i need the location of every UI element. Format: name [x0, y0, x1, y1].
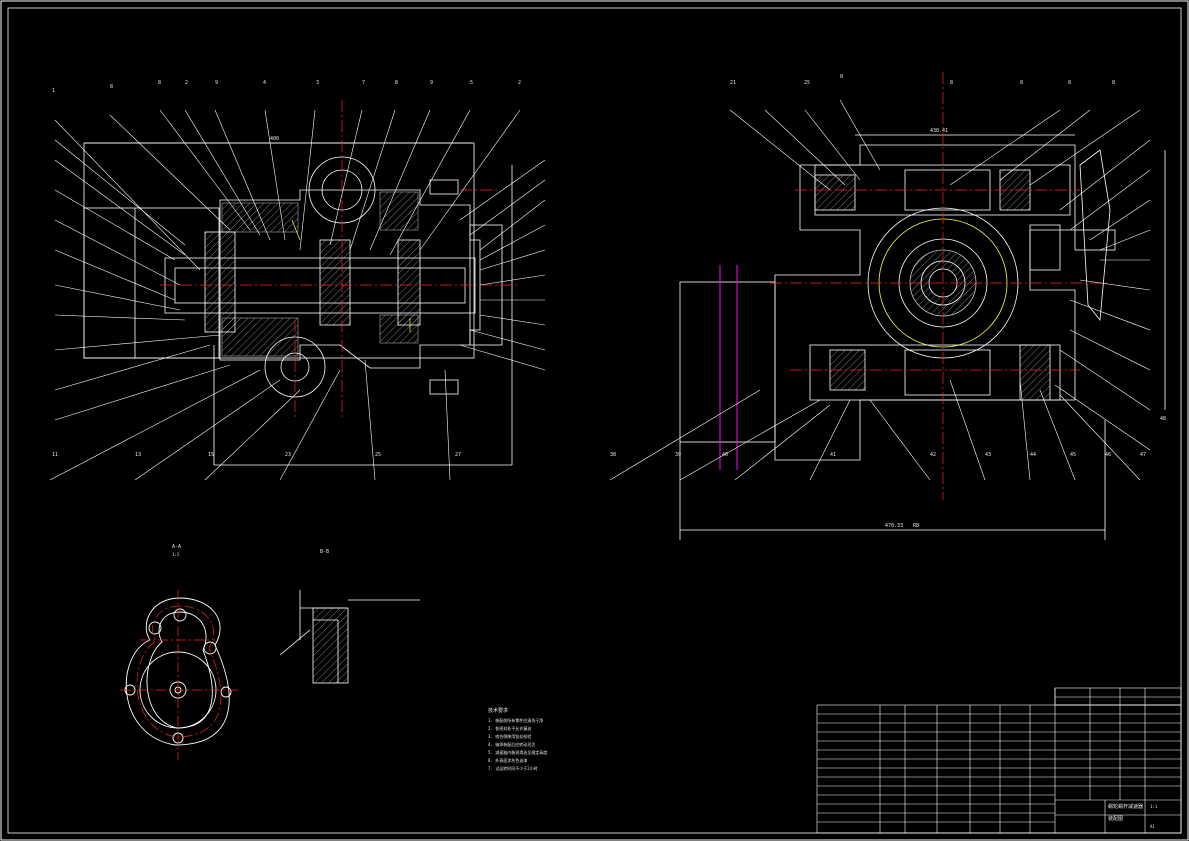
right-callout-top-7: 8 — [1112, 80, 1115, 86]
left-callout-top-3: 9 — [215, 80, 218, 86]
left-callout-bottom-4: 23 — [285, 452, 291, 458]
tech-notes-heading: 技术要求 — [488, 707, 508, 714]
right-callout-bottom-7: 44 — [1030, 452, 1036, 458]
title-block-scale: 1:1 — [1150, 804, 1158, 809]
left-callout-bottom-5: 25 — [375, 452, 381, 458]
right-dim-top: 430.41 — [930, 128, 948, 134]
left-callout-top-9: 5 — [470, 80, 473, 86]
left-callout-top-10: 2 — [518, 80, 521, 86]
right-callout-top-1: 21 — [730, 80, 736, 86]
title-block — [816, 687, 1182, 834]
right-callout-top-2: 25 — [804, 80, 810, 86]
section-b-view: B-B — [279, 549, 420, 684]
right-callout-bottom-9: 46 — [1105, 452, 1111, 458]
title-block-name: 蜗轮蜗杆减速器 — [1108, 803, 1143, 810]
left-callout-bottom-2: 13 — [135, 452, 141, 458]
technical-requirements: 技术要求 1. 装配前所有零件应清洗干净 2. 各密封处不允许漏油 3. 啮合侧… — [488, 707, 547, 771]
right-callout-bottom-3: 40 — [722, 452, 728, 458]
left-callout-top-11: 8 — [110, 84, 113, 90]
right-callout-bottom-6: 43 — [985, 452, 991, 458]
right-callout-bottom-4: 41 — [830, 452, 836, 458]
right-callout-bottom-11: 48 — [1160, 416, 1166, 422]
right-callout-top-6: 8 — [1068, 80, 1071, 86]
right-callout-bottom-8: 45 — [1070, 452, 1076, 458]
title-block-drawing-no: 装配图 — [1108, 815, 1123, 822]
section-a-view: A-A 1:2 — [120, 544, 240, 760]
right-callout-bottom-10: 47 — [1140, 452, 1146, 458]
tech-note-line-3: 3. 啮合侧隙用铅丝检验 — [488, 733, 531, 739]
right-dim-bottom: 470.33 — [885, 523, 903, 529]
left-callout-top-8: 9 — [430, 80, 433, 86]
right-callout-top-3: 8 — [840, 74, 843, 80]
sheet-inner-frame — [7, 7, 1182, 834]
left-callout-top-12: 1 — [52, 88, 55, 94]
title-block-text: 蜗轮蜗杆减速器 装配图 1:1 A1 — [1108, 803, 1158, 829]
title-block-sheet: A1 — [1150, 824, 1155, 829]
tech-note-line-4: 4. 轴承装配后应转动灵活 — [488, 741, 535, 747]
left-callout-top-2: 2 — [185, 80, 188, 86]
left-callout-top-4: 4 — [263, 80, 266, 86]
tech-note-line-6: 6. 外表面涂灰色油漆 — [488, 757, 527, 763]
right-callout-top-4: 8 — [950, 80, 953, 86]
right-dim-bottom-suffix: R8 — [913, 523, 919, 529]
right-callout-bottom-2: 39 — [675, 452, 681, 458]
tech-note-line-5: 5. 减速器内装润滑油至规定高度 — [488, 749, 547, 755]
tech-note-line-7: 7. 试运转时间不少于2小时 — [488, 765, 538, 771]
right-callout-bottom-5: 42 — [930, 452, 936, 458]
left-callout-bottom-3: 15 — [208, 452, 214, 458]
left-callout-bottom-6: 27 — [455, 452, 461, 458]
section-b-title: B-B — [320, 549, 329, 555]
left-section-view: 400 — [83, 136, 513, 466]
left-callout-top-5: 3 — [316, 80, 319, 86]
left-callout-top-1: 8 — [158, 80, 161, 86]
tech-note-line-1: 1. 装配前所有零件应清洗干净 — [488, 717, 543, 723]
left-callout-bottom-1: 11 — [52, 452, 58, 458]
right-callout-bottom-1: 38 — [610, 452, 616, 458]
section-a-title: A-A — [172, 544, 181, 550]
right-callout-top-5: 8 — [1020, 80, 1023, 86]
section-a-subtitle: 1:2 — [172, 552, 180, 557]
tech-note-line-2: 2. 各密封处不允许漏油 — [488, 725, 531, 731]
left-callout-top-7: 8 — [395, 80, 398, 86]
left-callout-top-6: 7 — [362, 80, 365, 86]
left-dim-top: 400 — [270, 136, 279, 142]
